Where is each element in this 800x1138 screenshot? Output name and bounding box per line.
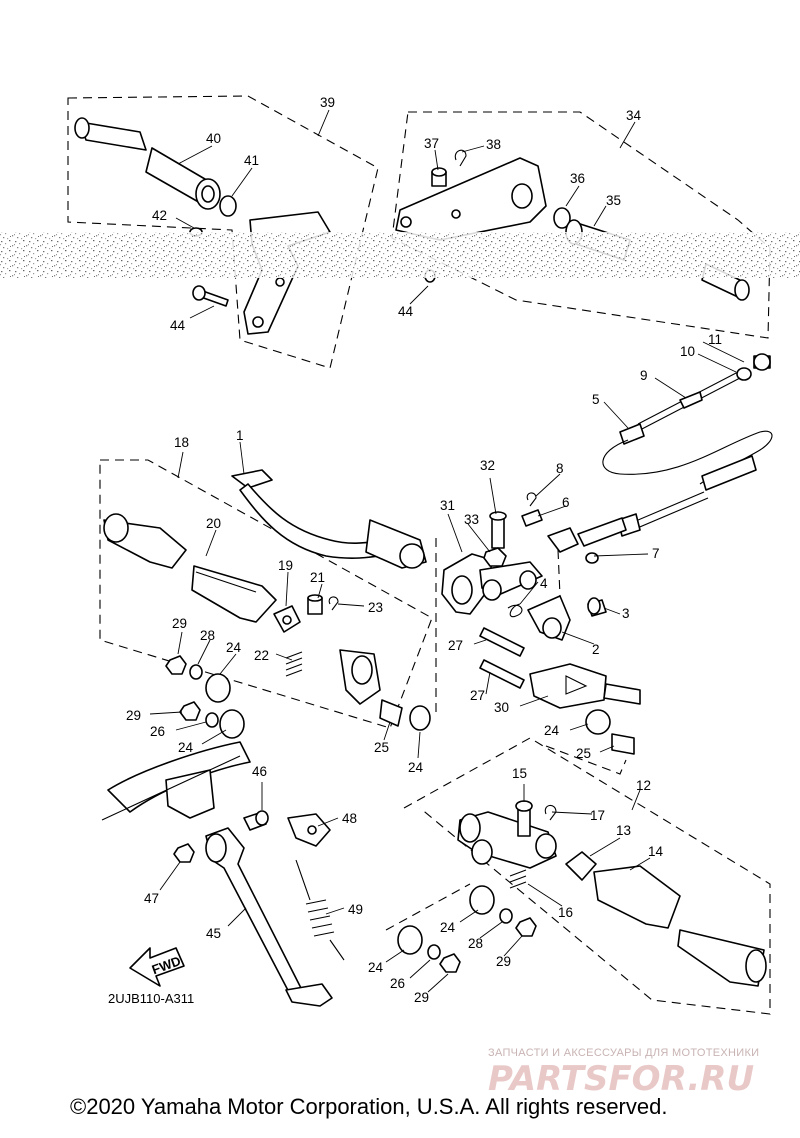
- watermark: ЗАПЧАСТИ И АКСЕССУАРЫ ДЛЯ МОТОТЕХНИКИ PA…: [488, 1047, 759, 1099]
- callout-49: 49: [348, 902, 363, 917]
- callout-22: 22: [254, 648, 269, 663]
- scan-noise-band: [0, 232, 800, 278]
- callout-25-left: 25: [374, 740, 389, 755]
- callout-38: 38: [486, 137, 501, 152]
- callout-31: 31: [440, 498, 455, 513]
- sidestand-assembly: [101, 741, 345, 1007]
- callout-23: 23: [368, 600, 383, 615]
- group-12-assembly: [385, 737, 771, 1015]
- callout-29-lower: 29: [414, 990, 429, 1005]
- callout-14: 14: [648, 844, 664, 859]
- callout-29-left-bottom: 29: [126, 708, 141, 723]
- callout-29-right: 29: [496, 954, 511, 969]
- watermark-brand: PARTSFOR.RU: [488, 1059, 754, 1099]
- callout-26-left: 26: [150, 724, 165, 739]
- callout-48: 48: [342, 811, 357, 826]
- callout-46: 46: [252, 764, 267, 779]
- callout-24-right: 24: [544, 723, 560, 738]
- callout-10: 10: [680, 344, 695, 359]
- callout-47: 47: [144, 891, 159, 906]
- callout-24-lower-left: 24: [368, 960, 384, 975]
- callout-24-left-bottom: 24: [178, 740, 194, 755]
- callout-36: 36: [570, 171, 585, 186]
- callout-24-left-top: 24: [226, 640, 242, 655]
- callout-6: 6: [562, 495, 570, 510]
- callout-45: 45: [206, 926, 221, 941]
- callout-4: 4: [540, 576, 548, 591]
- callout-34: 34: [626, 108, 642, 123]
- callout-20: 20: [206, 516, 221, 531]
- callout-19: 19: [278, 558, 293, 573]
- callout-12: 12: [636, 778, 651, 793]
- group-34-assembly: [391, 111, 771, 339]
- brake-rod-assembly: [602, 353, 773, 537]
- callout-24-lower-right: 24: [440, 920, 456, 935]
- callout-3: 3: [622, 606, 630, 621]
- callout-42: 42: [152, 208, 167, 223]
- callout-37: 37: [424, 136, 439, 151]
- callout-41: 41: [244, 153, 259, 168]
- callout-2: 2: [592, 642, 600, 657]
- callout-40: 40: [206, 131, 221, 146]
- watermark-tagline: ЗАПЧАСТИ И АКСЕССУАРЫ ДЛЯ МОТОТЕХНИКИ: [488, 1047, 759, 1059]
- diagram-code: 2UJB110-A311: [108, 991, 194, 1006]
- callout-39: 39: [320, 95, 335, 110]
- callout-7: 7: [652, 546, 660, 561]
- callout-30: 30: [494, 700, 509, 715]
- callout-27-bottom: 27: [470, 688, 485, 703]
- callout-5: 5: [592, 392, 600, 407]
- callout-8: 8: [556, 461, 564, 476]
- main-bracket-assembly: [435, 492, 641, 775]
- callout-21: 21: [310, 570, 325, 585]
- brake-pedal: [231, 469, 427, 569]
- callout-17: 17: [590, 808, 605, 823]
- callout-29-left-top: 29: [172, 616, 187, 631]
- callout-27-top: 27: [448, 638, 463, 653]
- leader-lines: [149, 109, 745, 993]
- group-18-assembly: [99, 459, 433, 739]
- callout-28-right: 28: [468, 936, 483, 951]
- callout-11: 11: [708, 332, 722, 347]
- callout-24-mid: 24: [408, 760, 424, 775]
- callout-44-right: 44: [398, 304, 414, 319]
- callout-15: 15: [512, 766, 527, 781]
- callout-1: 1: [236, 428, 244, 443]
- callout-16: 16: [558, 905, 573, 920]
- callout-18: 18: [174, 435, 189, 450]
- callout-9: 9: [640, 368, 648, 383]
- callout-26-right: 26: [390, 976, 405, 991]
- callout-13: 13: [616, 823, 631, 838]
- callout-33: 33: [464, 512, 479, 527]
- callout-44-left: 44: [170, 318, 186, 333]
- callout-labels: 39 40 41 42 44 44 34 37 38 36 35 11 10 9…: [126, 95, 722, 1005]
- callout-25-right: 25: [576, 746, 591, 761]
- callout-28-left: 28: [200, 628, 215, 643]
- copyright-notice: ©2020 Yamaha Motor Corporation, U.S.A. A…: [70, 1094, 668, 1119]
- callout-32: 32: [480, 458, 495, 473]
- callout-35: 35: [606, 193, 621, 208]
